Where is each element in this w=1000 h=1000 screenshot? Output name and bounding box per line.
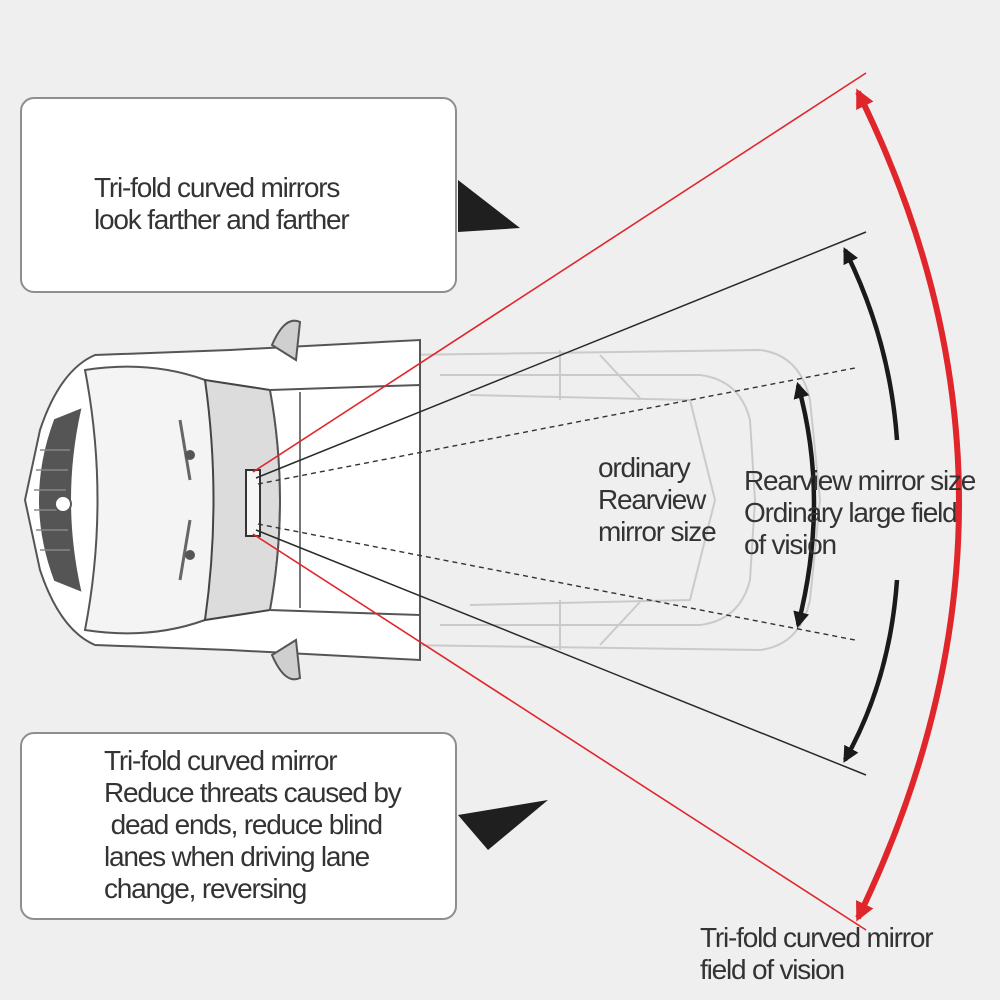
label-ordinary-mirror: ordinary Rearview mirror size <box>598 452 717 547</box>
callout-bottom: Tri-fold curved mirror Reduce threats ca… <box>20 732 457 920</box>
large-arc-arrow-bottom <box>843 579 900 763</box>
ordinary-field-lines <box>257 367 856 641</box>
label-large-field: Rearview mirror size Ordinary large fiel… <box>744 465 976 560</box>
car-topview-icon <box>23 319 822 681</box>
large-arc-arrow-top <box>842 247 900 441</box>
callout-top: Tri-fold curved mirrors look farther and… <box>20 97 457 293</box>
large-field-lines <box>255 231 867 776</box>
callout-bottom-text: Tri-fold curved mirror Reduce threats ca… <box>104 745 402 904</box>
callout-pointer-icon <box>458 180 520 232</box>
callout-pointer-icon <box>458 800 548 850</box>
callout-top-text: Tri-fold curved mirrors look farther and… <box>94 172 350 235</box>
mirror-icon <box>245 469 261 537</box>
trifold-field-lines <box>252 72 867 931</box>
trifold-arc-arrow <box>855 88 962 922</box>
label-trifold-field: Tri-fold curved mirror field of vision <box>700 922 934 985</box>
ordinary-arc-arrow <box>793 381 817 629</box>
